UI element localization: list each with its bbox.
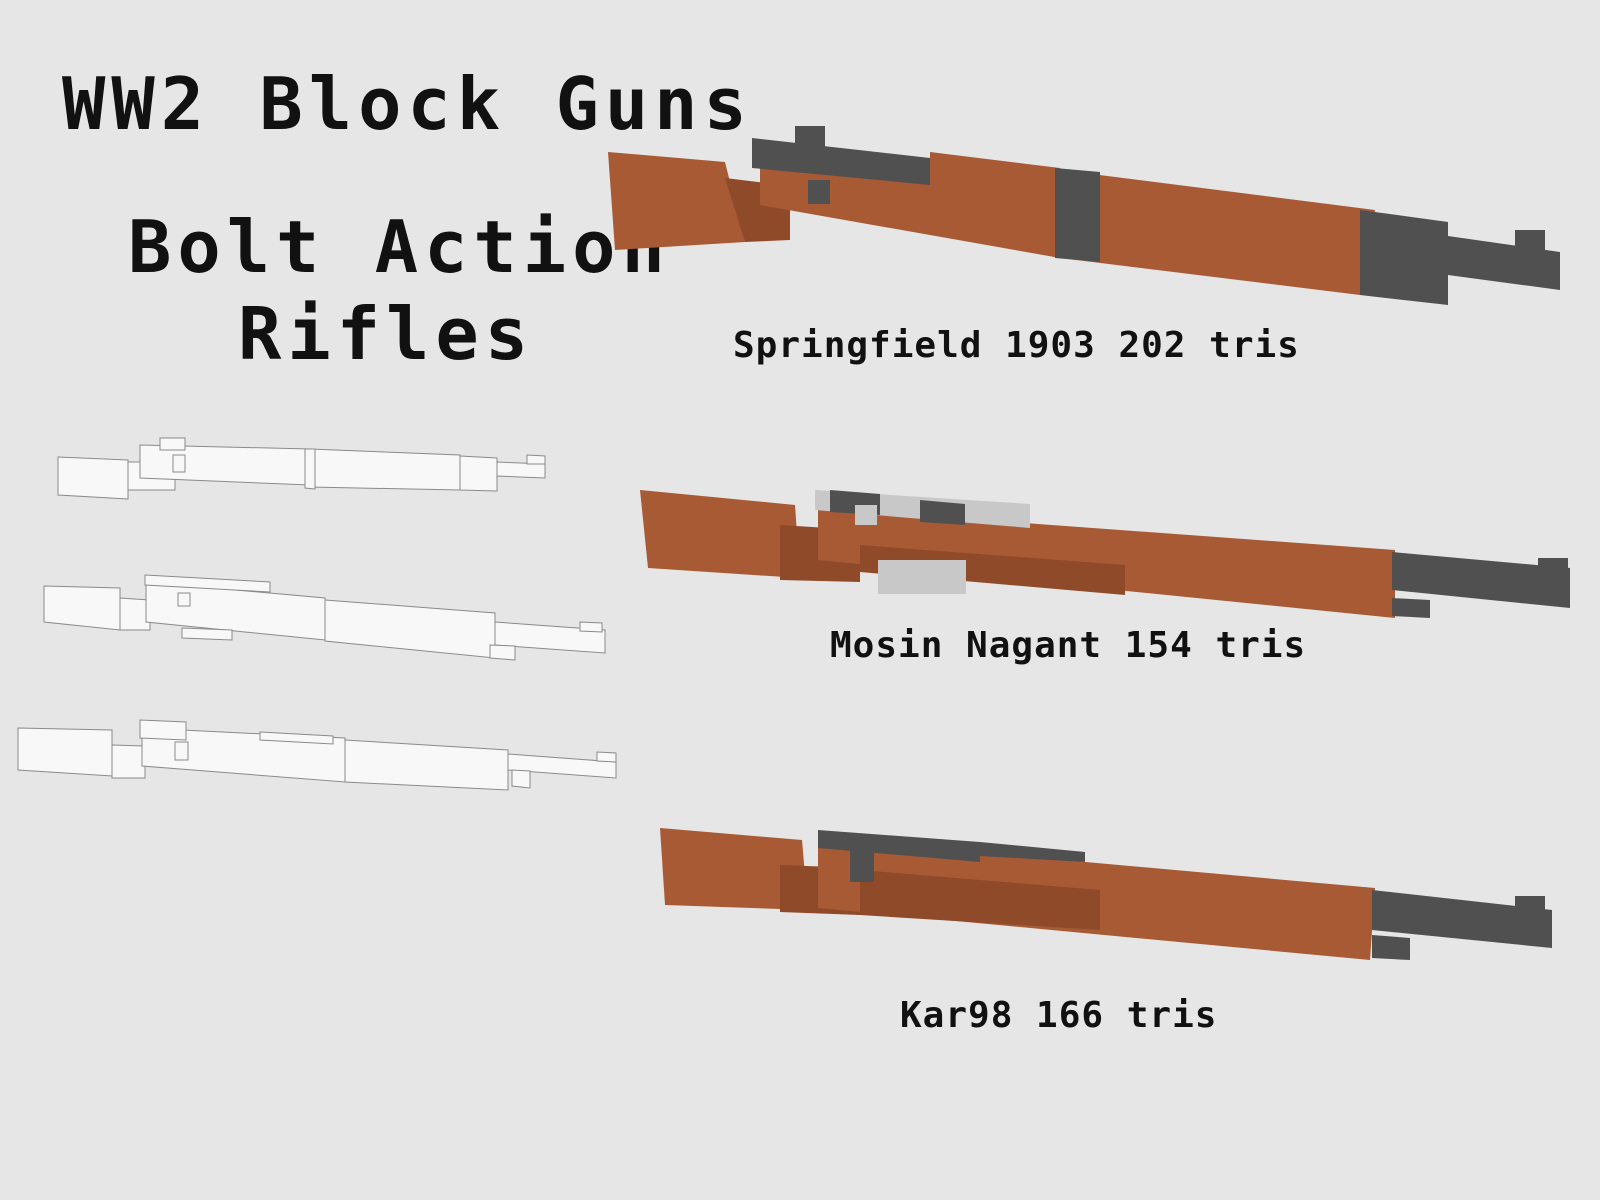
mosin-lower-stock	[860, 545, 1125, 595]
mosin-magazine	[878, 560, 966, 594]
kar98-lower-stock	[860, 870, 1100, 930]
page-title-line-2: Bolt Action	[128, 205, 671, 289]
kar98-receiver	[818, 830, 980, 862]
springfield-1903-model	[608, 126, 1560, 305]
springfield-bolt-handle	[808, 180, 830, 204]
kar98-buttstock	[660, 828, 808, 910]
springfield-muzzle-block	[1360, 210, 1448, 305]
springfield-barrel-band	[1055, 168, 1100, 262]
springfield-rear-sight	[795, 126, 825, 148]
mosin-cleaning-rod	[1392, 598, 1430, 618]
kar98-scope-rail	[980, 842, 1085, 862]
kar98-cleaning-rod	[1372, 935, 1410, 960]
kar98-front-sight	[1515, 896, 1545, 914]
mosin-front-sight	[1538, 558, 1568, 574]
springfield-label: Springfield 1903 202 tris	[733, 325, 1300, 366]
mosin-nagant-label: Mosin Nagant 154 tris	[830, 625, 1307, 666]
springfield-upper-handguard	[930, 152, 1060, 200]
kar98-barrel	[1372, 890, 1552, 948]
page-title-line-3: Rifles	[238, 292, 535, 376]
kar98-model	[660, 828, 1552, 960]
mosin-receiver-dark-2	[920, 500, 965, 525]
springfield-front-stock	[1060, 170, 1375, 295]
springfield-wireframe-model	[57, 437, 546, 500]
springfield-receiver	[752, 138, 930, 185]
kar98-label: Kar98 166 tris	[900, 995, 1218, 1036]
mosin-forestock	[818, 508, 1395, 618]
mosin-barrel	[1392, 552, 1570, 608]
springfield-buttstock	[608, 152, 745, 250]
mosin-bolt-handle	[855, 505, 877, 525]
page-title-line-1: WW2 Block Guns	[62, 62, 753, 146]
springfield-front-sight	[1515, 230, 1545, 250]
mosin-nagant-model	[640, 490, 1570, 618]
mosin-buttstock	[640, 490, 800, 578]
kar98-bolt-handle	[850, 850, 874, 882]
mosin-nagant-wireframe-model	[43, 574, 606, 661]
kar98-wireframe-model	[17, 719, 617, 791]
